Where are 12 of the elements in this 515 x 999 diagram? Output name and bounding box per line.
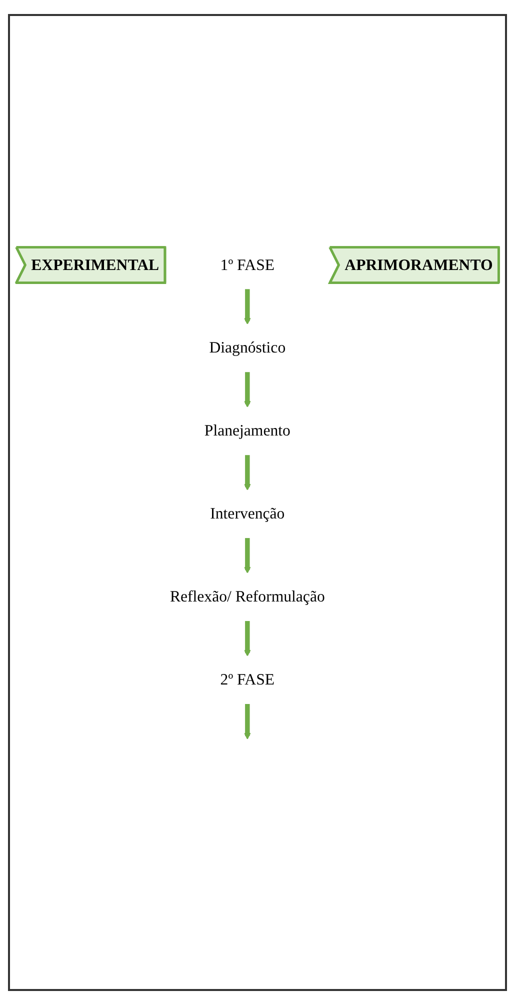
arrow — [244, 621, 251, 657]
arrow — [244, 372, 251, 408]
node-text: 1º FASE — [220, 256, 275, 274]
node-text: Reflexão/ Reformulação — [170, 588, 325, 606]
node-text: Diagnóstico — [209, 340, 286, 358]
arrow — [244, 455, 251, 491]
node-text: Planejamento — [204, 422, 290, 440]
node-text: 2º FASE — [220, 672, 275, 689]
arrow — [244, 538, 251, 574]
arrow — [244, 704, 251, 740]
arrow — [244, 289, 251, 326]
node-text: Intervenção — [210, 506, 285, 524]
